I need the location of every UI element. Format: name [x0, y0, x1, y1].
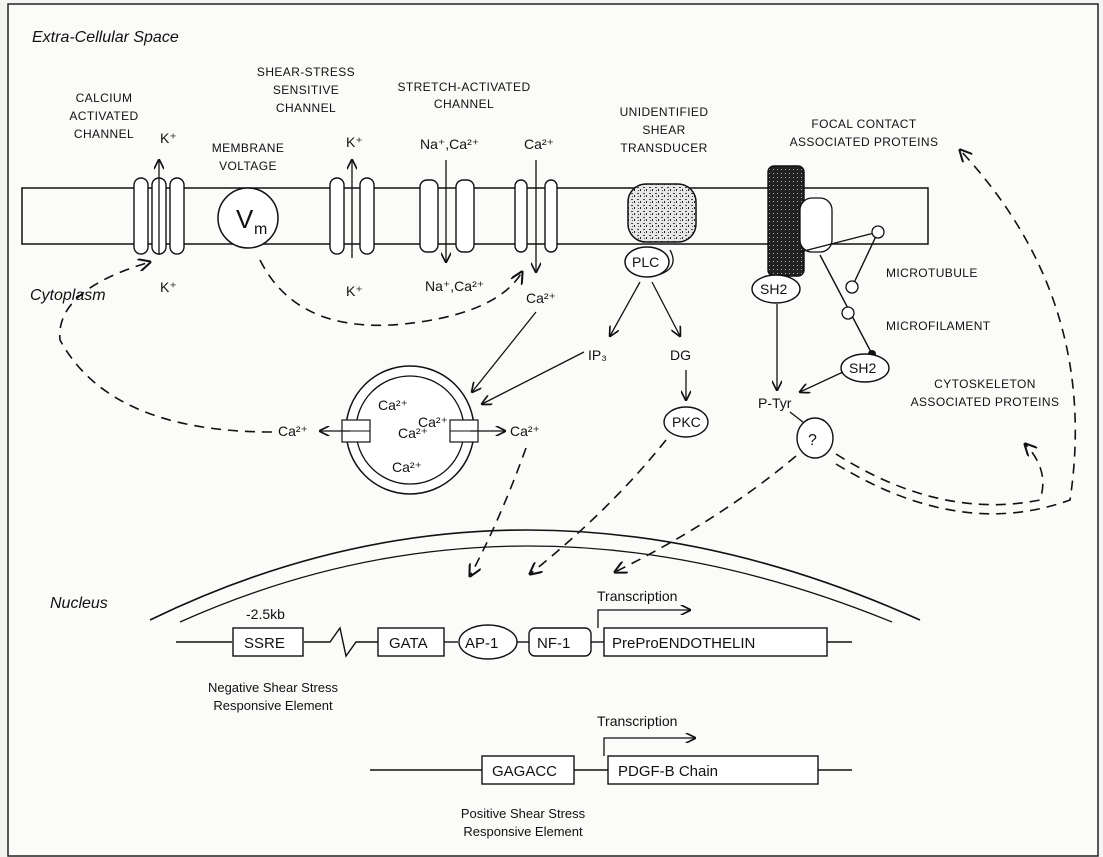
svg-text:FOCAL CONTACT: FOCAL CONTACT — [811, 117, 916, 131]
k-in-1: K⁺ — [160, 279, 177, 295]
extracellular-label: Extra-Cellular Space — [32, 29, 179, 46]
na-ca-out: Na⁺,Ca²⁺ — [420, 136, 479, 152]
svg-text:STRETCH-ACTIVATED: STRETCH-ACTIVATED — [397, 80, 530, 94]
svg-text:CHANNEL: CHANNEL — [74, 127, 134, 141]
na-ca-in: Na⁺,Ca²⁺ — [425, 278, 484, 294]
svg-text:PDGF-B Chain: PDGF-B Chain — [618, 763, 718, 780]
ca-left: Ca²⁺ — [278, 423, 308, 439]
svg-text:m: m — [254, 221, 267, 238]
svg-text:Responsive Element: Responsive Element — [463, 824, 583, 839]
transcription-1: Transcription — [597, 588, 677, 604]
ptyr-label: P-Tyr — [758, 395, 792, 411]
transcription-2: Transcription — [597, 713, 677, 729]
nucleus-label: Nucleus — [50, 595, 108, 612]
k-out-2: K⁺ — [346, 134, 363, 150]
svg-text:V: V — [236, 204, 254, 234]
k-in-2: K⁺ — [346, 283, 363, 299]
svg-text:Negative Shear Stress: Negative Shear Stress — [208, 680, 339, 695]
svg-text:Positive Shear Stress: Positive Shear Stress — [461, 806, 586, 821]
svg-text:CYTOSKELETON: CYTOSKELETON — [934, 377, 1036, 391]
k-out-1: K⁺ — [160, 130, 177, 146]
svg-text:PLC: PLC — [632, 254, 659, 270]
microfilament-label: MICROFILAMENT — [886, 319, 991, 333]
svg-text:AP-1: AP-1 — [465, 635, 498, 652]
dg-label: DG — [670, 347, 691, 363]
svg-text:PreProENDOTHELIN: PreProENDOTHELIN — [612, 635, 755, 652]
svg-text:SH2: SH2 — [760, 281, 787, 297]
svg-text:TRANSDUCER: TRANSDUCER — [620, 141, 707, 155]
svg-text:Ca²⁺: Ca²⁺ — [378, 397, 408, 413]
svg-text:GAGACC: GAGACC — [492, 763, 557, 780]
svg-text:?: ? — [808, 432, 817, 449]
svg-text:SSRE: SSRE — [244, 635, 285, 652]
svg-text:MEMBRANE: MEMBRANE — [212, 141, 285, 155]
svg-text:SHEAR: SHEAR — [642, 123, 685, 137]
ip3-label: IP₃ — [588, 347, 607, 363]
svg-text:UNIDENTIFIED: UNIDENTIFIED — [620, 105, 709, 119]
svg-text:ASSOCIATED PROTEINS: ASSOCIATED PROTEINS — [790, 135, 939, 149]
microtubule-label: MICROTUBULE — [886, 266, 978, 280]
svg-text:Responsive Element: Responsive Element — [213, 698, 333, 713]
distance-label: -2.5kb — [246, 606, 285, 622]
svg-text:Ca²⁺: Ca²⁺ — [392, 459, 422, 475]
svg-text:PKC: PKC — [672, 414, 701, 430]
svg-text:VOLTAGE: VOLTAGE — [219, 159, 277, 173]
cytoplasm-label: Cytoplasm — [30, 287, 106, 304]
svg-text:SH2: SH2 — [849, 360, 876, 376]
ca-in: Ca²⁺ — [526, 290, 556, 306]
ca-right: Ca²⁺ — [510, 423, 540, 439]
svg-text:ACTIVATED: ACTIVATED — [69, 109, 138, 123]
ca-out: Ca²⁺ — [524, 136, 554, 152]
svg-text:SHEAR-STRESS: SHEAR-STRESS — [257, 65, 355, 79]
svg-text:NF-1: NF-1 — [537, 635, 570, 652]
svg-text:SENSITIVE: SENSITIVE — [273, 83, 339, 97]
svg-text:CHANNEL: CHANNEL — [434, 97, 494, 111]
svg-text:CALCIUM: CALCIUM — [76, 91, 133, 105]
svg-text:CHANNEL: CHANNEL — [276, 101, 336, 115]
svg-text:GATA: GATA — [389, 635, 428, 652]
svg-text:Ca²⁺: Ca²⁺ — [398, 425, 428, 441]
svg-text:ASSOCIATED PROTEINS: ASSOCIATED PROTEINS — [911, 395, 1060, 409]
